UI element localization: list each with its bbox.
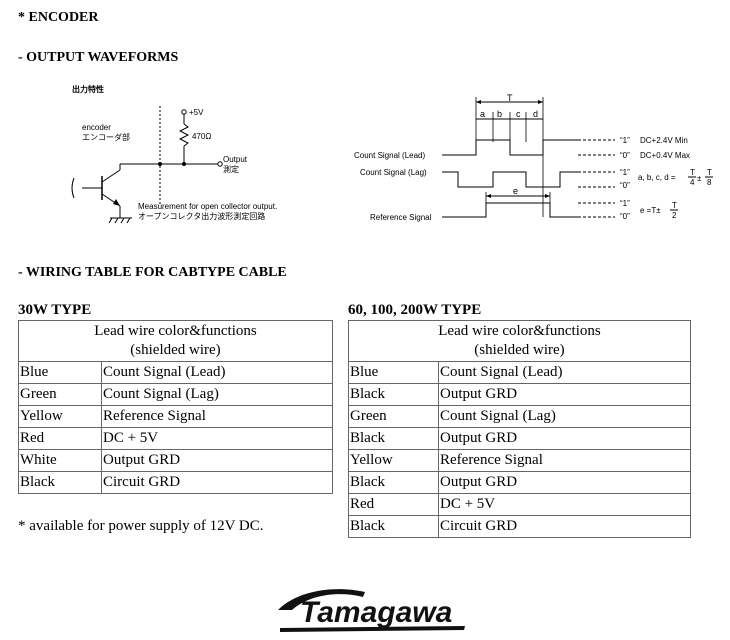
e-label: e — [513, 186, 518, 196]
wire-function-cell: Output GRD — [438, 383, 691, 406]
table-header-row: Lead wire color&functions (shielded wire… — [18, 320, 333, 362]
table-header-cell: Lead wire color&functions (shielded wire… — [18, 320, 333, 362]
phase-d-label: d — [533, 109, 538, 119]
wire-color-cell: Black — [348, 471, 439, 494]
measurement-label-jp: オープンコレクタ出力波形測定回路 — [138, 211, 265, 221]
frac-e-num: T — [672, 201, 677, 210]
wire-function-cell: DC + 5V — [101, 427, 333, 450]
table-header-row: Lead wire color&functions (shielded wire… — [348, 320, 691, 362]
resistor-label: 470Ω — [192, 132, 211, 141]
wire-color-cell: Red — [348, 493, 439, 516]
wire-function-cell: Output GRD — [101, 449, 333, 472]
encoder-label-jp: エンコーダ部 — [82, 132, 130, 142]
wiring-table-heading: - WIRING TABLE FOR CABTYPE CABLE — [18, 265, 287, 280]
count-lead-label: Count Signal (Lead) — [354, 151, 425, 160]
phase-c-label: c — [516, 109, 521, 119]
encoder-heading: * ENCODER — [18, 10, 99, 25]
ref-high-label: “1” — [620, 199, 630, 208]
wire-function-cell: Reference Signal — [438, 449, 691, 472]
tamagawa-logo: Tamagawa — [278, 589, 465, 632]
phase-b-label: b — [497, 109, 502, 119]
wire-color-cell: Black — [18, 471, 102, 494]
output-label: Output — [223, 155, 248, 164]
wire-function-cell: Reference Signal — [101, 405, 333, 428]
wire-function-cell: Count Signal (Lead) — [438, 361, 691, 384]
wire-function-cell: Count Signal (Lag) — [101, 383, 333, 406]
lead-high-label: “1” — [620, 136, 630, 145]
lag-low-label: “0” — [620, 181, 630, 190]
header-line1: Lead wire color&functions — [94, 323, 257, 339]
measurement-label: Measurement for open collector output. — [138, 202, 277, 211]
lag-high-label: “1” — [620, 168, 630, 177]
logo-wordmark: Tamagawa — [300, 596, 452, 629]
wire-color-cell: White — [18, 449, 102, 472]
wire-color-cell: Black — [348, 383, 439, 406]
frac-a-num: T — [690, 168, 695, 177]
dc-max-label: DC+0.4V Max — [640, 151, 690, 160]
phase-a-label: a — [480, 109, 485, 119]
abcd-formula: a, b, c, d = — [638, 173, 676, 182]
waveform-diagram: T a b c d Count Signal (Lead) “1” DC+2.4… — [354, 93, 713, 222]
wire-function-cell: Count Signal (Lead) — [101, 361, 333, 384]
ref-low-label: “0” — [620, 212, 630, 221]
wire-color-cell: Yellow — [348, 449, 439, 472]
frac-e-den: 2 — [672, 211, 677, 220]
frac-a-den: 4 — [690, 178, 695, 187]
wire-color-cell: Black — [348, 515, 439, 538]
wiring-table-30w: Lead wire color&functions (shielded wire… — [18, 320, 333, 494]
header-line2: (shielded wire) — [130, 342, 221, 358]
wire-color-cell: Yellow — [18, 405, 102, 428]
table-header-cell: Lead wire color&functions (shielded wire… — [348, 320, 691, 362]
lead-low-label: “0” — [620, 151, 630, 160]
header-line2: (shielded wire) — [474, 342, 565, 358]
wire-color-cell: Green — [18, 383, 102, 406]
circuit-diagram: 出力特性 encoder エンコーダ部 +5V 470Ω Output 測定 M… — [71, 84, 277, 224]
count-lag-label: Count Signal (Lag) — [360, 168, 427, 177]
wiring-table-200w: Lead wire color&functions (shielded wire… — [348, 320, 691, 538]
table-30w-title: 30W TYPE — [18, 302, 92, 318]
abcd-pm: ± — [697, 174, 702, 183]
wire-color-cell: Green — [348, 405, 439, 428]
wire-function-cell: Circuit GRD — [101, 471, 333, 494]
wire-function-cell: Output GRD — [438, 427, 691, 450]
power-supply-note: * available for power supply of 12V DC. — [18, 518, 264, 534]
circuit-title-jp: 出力特性 — [72, 84, 104, 94]
wire-function-cell: Output GRD — [438, 471, 691, 494]
frac-b-den: 8 — [707, 178, 712, 187]
e-formula: e =T± — [640, 206, 661, 215]
table-200w-title: 60, 100, 200W TYPE — [348, 302, 482, 318]
wire-function-cell: Count Signal (Lag) — [438, 405, 691, 428]
wire-color-cell: Blue — [348, 361, 439, 384]
wire-color-cell: Red — [18, 427, 102, 450]
reference-label: Reference Signal — [370, 213, 432, 222]
period-T-label: T — [507, 93, 513, 103]
dc-min-label: DC+2.4V Min — [640, 136, 688, 145]
vcc-label: +5V — [189, 108, 204, 117]
wire-function-cell: Circuit GRD — [438, 515, 691, 538]
wire-color-cell: Blue — [18, 361, 102, 384]
output-label-jp: 測定 — [223, 164, 239, 174]
header-line1: Lead wire color&functions — [438, 323, 601, 339]
output-waveforms-heading: - OUTPUT WAVEFORMS — [18, 50, 179, 65]
frac-b-num: T — [707, 168, 712, 177]
wire-color-cell: Black — [348, 427, 439, 450]
wire-function-cell: DC + 5V — [438, 493, 691, 516]
encoder-label: encoder — [82, 123, 111, 132]
